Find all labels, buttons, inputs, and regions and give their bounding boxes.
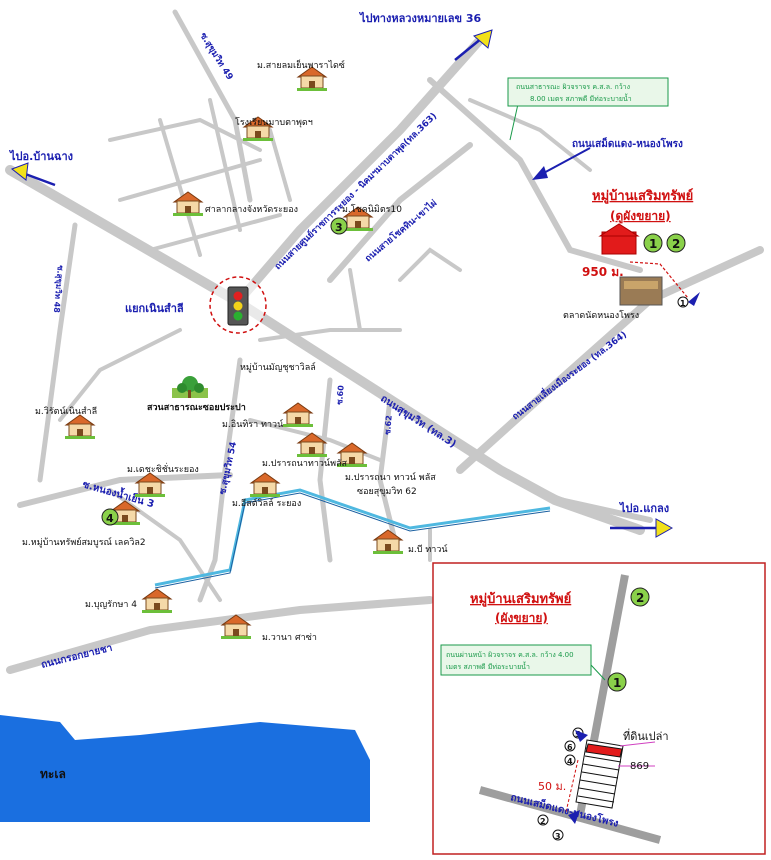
place-park: สวนสาธารณะซอยประปา [147, 402, 246, 413]
arrow-to-ban-chang [10, 162, 56, 187]
svg-text:2: 2 [672, 237, 680, 251]
house-icon [64, 414, 96, 439]
house-icons [64, 66, 404, 639]
arrow-samet-road [532, 147, 591, 180]
svg-text:2: 2 [636, 591, 644, 605]
svg-text:4: 4 [567, 757, 573, 766]
label-to-highway-36: ไปทางหลวงหมายเลข 36 [358, 11, 481, 25]
house-icon [141, 588, 173, 613]
place-dechachit: ม.เดชะชิชั่นระยอง [127, 462, 199, 475]
inset-vacant-land: ที่ดินเปล่า [623, 728, 669, 743]
road-network [5, 9, 764, 674]
marker-main-2: 2 [666, 233, 686, 253]
inset-marker-6: 6 [564, 740, 576, 752]
place-chokniti: ม.โชคนิมิตร10 [342, 204, 402, 215]
distance-main: 950 ม. [582, 265, 624, 279]
house-icon [134, 472, 166, 497]
place-bee-town: ม.บี ทาวน์ [408, 543, 448, 555]
place-manchuda: หมู่บ้านมัญชุชาวิลล์ [240, 361, 316, 373]
inset-marker-1: 1 [607, 672, 627, 692]
inset-marker-4: 4 [564, 754, 576, 766]
place-salaya: ม.สายลมเย็นพาราไดซ์ [257, 58, 345, 71]
svg-text:6: 6 [567, 743, 573, 752]
marker-main-4: 4 [101, 508, 119, 526]
road-note-line2: 8.00 เมตร สภาพดี มีท่อระบายน้ำ [530, 92, 632, 103]
intersection-marker [209, 276, 267, 334]
land-parcels [575, 739, 624, 809]
inset-distance: 50 ม. [538, 780, 566, 793]
house-icon [242, 116, 274, 141]
house-icon [220, 614, 252, 639]
house-icon [372, 529, 404, 554]
house-icon [109, 500, 141, 525]
park-tree-icon [172, 376, 208, 398]
label-soi-54: ซ.สุขุมวิท 54 [217, 441, 239, 496]
label-soi-60: ซ.60 [335, 384, 346, 405]
place-school: โรงเรียนมาบตาพุดฯ [235, 117, 313, 128]
target-title: หมู่บ้านเสริมทรัพย์ [592, 188, 693, 204]
place-wana: ม.วานา ศาซ่า [262, 633, 317, 643]
house-icon [296, 432, 328, 457]
svg-text:3: 3 [555, 832, 561, 841]
marker-main-1b: 1 [677, 296, 689, 308]
inset-marker-3: 3 [552, 829, 564, 841]
label-bypass-road: ถนนสายเลี่ยงเมืองระยอง (ทล.364) [509, 328, 629, 423]
house-icon [296, 66, 328, 91]
inset-marker-2b: 2 [537, 814, 549, 826]
inset-note-line2: เมตร สภาพดี มีท่อระบายน้ำ [446, 660, 530, 671]
label-to-ban-chang: ไปอ.บ้านฉาง [8, 149, 73, 163]
sea-label: ทะเล [40, 767, 66, 781]
inset-subtitle: (ผังขยาย) [495, 611, 548, 625]
subject-parcel [585, 743, 623, 758]
label-soi-49: ซ.สุขุมวิท 49 [197, 31, 235, 82]
house-icon [282, 402, 314, 427]
place-inthira: ม.อินทิรา ทาวน์ [222, 418, 283, 430]
house-icon [172, 191, 204, 216]
svg-text:2: 2 [540, 817, 546, 826]
arrow-to-highway-36 [454, 29, 493, 61]
place-prathana-plus: ม.ปรารถนาทาวน์พลัส [262, 457, 348, 469]
label-samet-road: ถนนเสม็ดแดง-หนองโพรง [572, 136, 683, 150]
place-market: ตลาดนัดหนองโพรง [563, 310, 639, 321]
svg-text:1: 1 [680, 299, 686, 308]
house-icon [249, 472, 281, 497]
target-village: หมู่บ้านเสริมทรัพย์ (ดูผังขยาย) 950 ม. [582, 188, 700, 306]
inset-plan: หมู่บ้านเสริมทรัพย์ (ผังขยาย) ถนนผ่านหน้… [432, 562, 766, 855]
sea [0, 715, 370, 822]
svg-text:1: 1 [649, 237, 657, 251]
svg-text:1: 1 [613, 676, 621, 690]
road-note-line1: ถนนสาธารณะ ผิวจราจร ค.ส.ล. กว้าง [516, 83, 630, 91]
inset-title: หมู่บ้านเสริมทรัพย์ [470, 591, 571, 607]
label-soi-62: ซ.62 [383, 415, 394, 435]
house-icon [342, 206, 374, 231]
marker-main-1: 1 [643, 233, 663, 253]
place-wirat: ม.วิรัตน์เนินสำลี [35, 405, 97, 417]
place-moo-ban-sap: ม.หมู่บ้านทรัพย์สมบูรณ์ เลควิล2 [22, 536, 146, 548]
place-eastville: ม.อีสต์วิลล์ ระยอง [232, 497, 301, 509]
arrow-to-klaeng [610, 518, 674, 538]
road-note-box: ถนนสาธารณะ ผิวจราจร ค.ส.ล. กว้าง 8.00 เม… [507, 77, 669, 107]
target-subtitle: (ดูผังขยาย) [610, 209, 671, 224]
inset-parcel-no: 869 [630, 761, 649, 772]
place-court: ศาลากลางจังหวัดระยอง [205, 205, 298, 215]
inset-note-line1: ถนนผ่านหน้า ผิวจราจร ค.ส.ล. กว้าง 4.00 [446, 651, 574, 659]
place-bunrak: ม.บุญรักษา 4 [85, 600, 137, 610]
place-labels: ม.สายลมเย็นพาราไดซ์ โรงเรียนมาบตาพุดฯ ศา… [22, 58, 639, 643]
label-to-klaeng: ไปอ.แกลง [618, 501, 669, 515]
house-icon [336, 442, 368, 467]
svg-text:4: 4 [106, 512, 114, 525]
place-prathana-town: ม.ปรารถนา ทาวน์ พลัส [345, 471, 436, 483]
marker-main-3: 3 [330, 217, 348, 235]
svg-text:3: 3 [335, 221, 343, 234]
place-prathana-soi: ซอยสุขุมวิท 62 [357, 486, 417, 497]
inset-marker-2: 2 [630, 587, 650, 607]
label-intersection: แยกเนินสำลี [125, 302, 184, 315]
